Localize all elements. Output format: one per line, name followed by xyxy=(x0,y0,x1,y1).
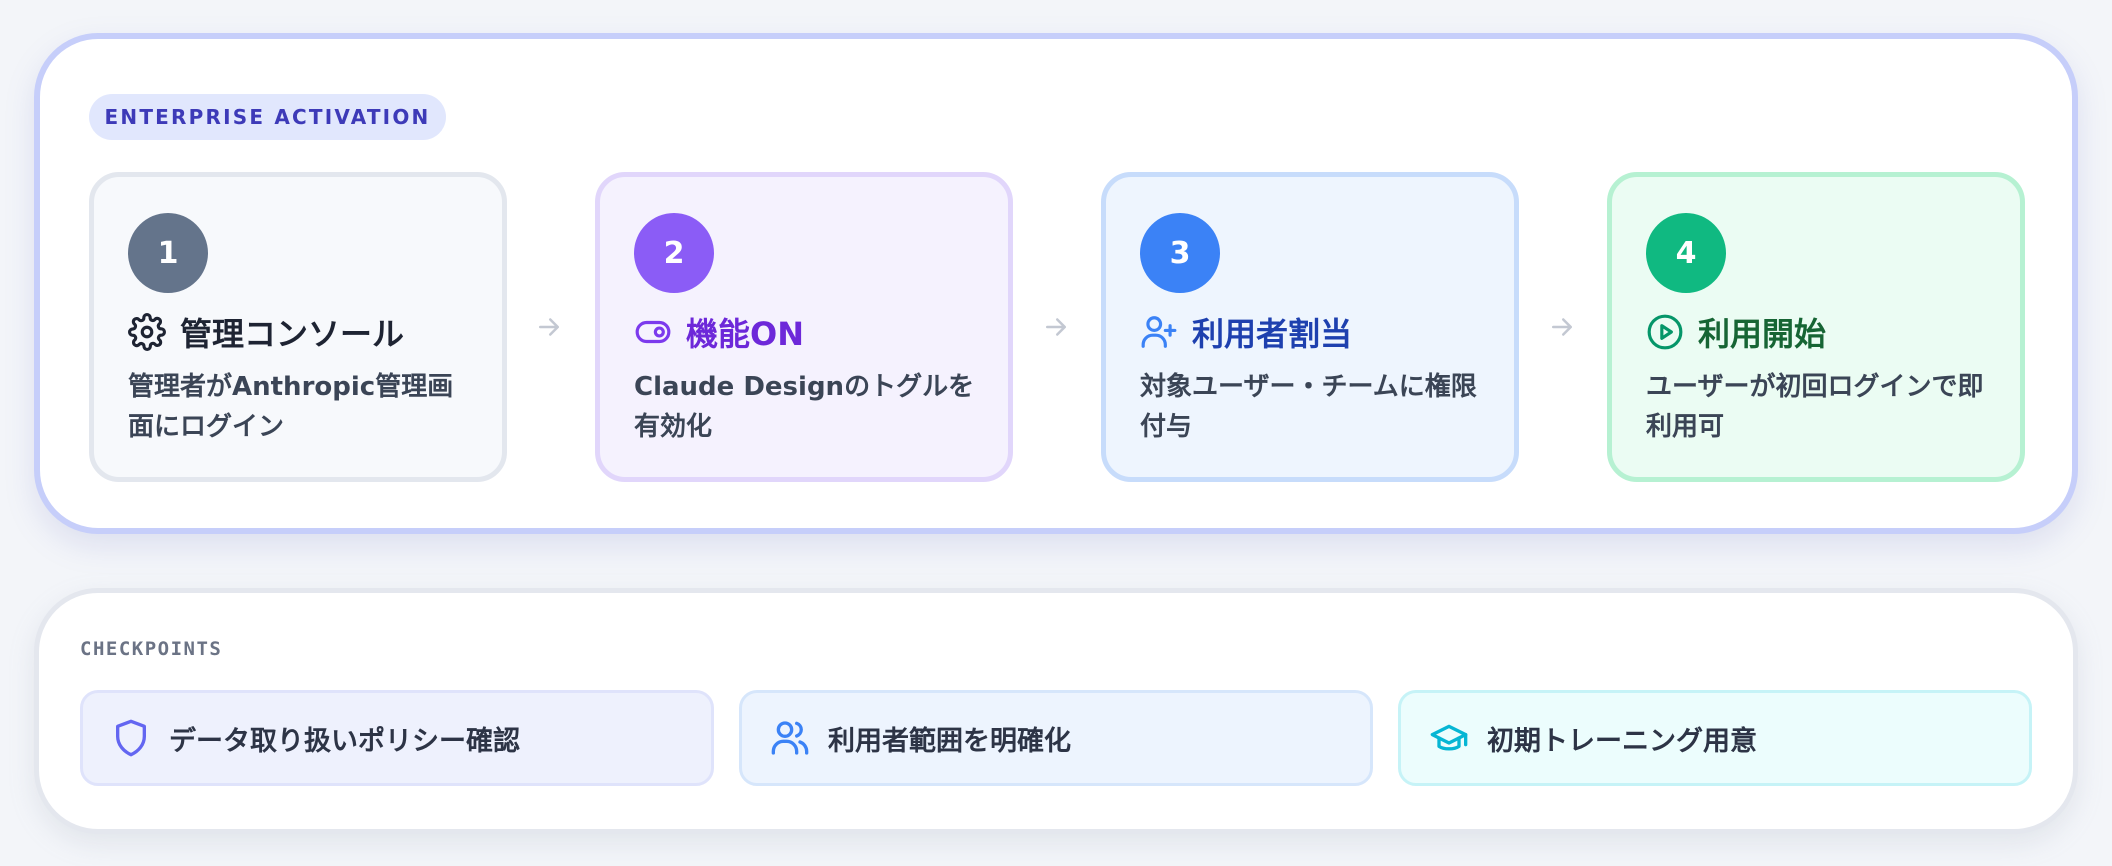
play-circle-icon xyxy=(1646,313,1684,351)
checkpoint-data-policy: データ取り扱いポリシー確認 xyxy=(80,690,714,786)
toggle-icon xyxy=(634,313,672,351)
step-number: 1 xyxy=(128,213,208,293)
checkpoint-text: 利用者範囲を明確化 xyxy=(828,725,1071,757)
arrow-right-icon xyxy=(1545,310,1579,344)
step-card-start-using: 4 利用開始 ユーザーが初回ログインで即利用可 xyxy=(1607,172,2025,482)
step-description: 対象ユーザー・チームに権限付与 xyxy=(1140,372,1477,442)
step-description: ユーザーが初回ログインで即利用可 xyxy=(1646,372,1984,442)
checkpoint-text: データ取り扱いポリシー確認 xyxy=(169,725,520,757)
gear-icon xyxy=(128,313,166,351)
step-title: 管理コンソール xyxy=(180,315,405,353)
checkpoints-label: CHECKPOINTS xyxy=(80,638,223,660)
activation-badge: ENTERPRISE ACTIVATION xyxy=(89,94,446,140)
step-title: 利用開始 xyxy=(1698,315,1827,353)
step-number: 3 xyxy=(1140,213,1220,293)
step-description: 管理者がAnthropic管理画面にログイン xyxy=(128,372,454,442)
checkpoint-text: 初期トレーニング用意 xyxy=(1487,725,1757,757)
checkpoint-user-scope: 利用者範囲を明確化 xyxy=(739,690,1373,786)
user-plus-icon xyxy=(1140,313,1178,351)
arrow-right-icon xyxy=(532,310,566,344)
graduation-cap-icon xyxy=(1429,718,1469,758)
arrow-right-icon xyxy=(1039,310,1073,344)
step-description: Claude Designのトグルを有効化 xyxy=(634,372,975,442)
checkpoint-training: 初期トレーニング用意 xyxy=(1398,690,2032,786)
users-icon xyxy=(770,718,810,758)
step-number: 2 xyxy=(634,213,714,293)
step-card-user-assignment: 3 利用者割当 対象ユーザー・チームに権限付与 xyxy=(1101,172,1519,482)
step-title: 機能ON xyxy=(686,315,804,353)
step-title: 利用者割当 xyxy=(1192,315,1353,353)
step-card-feature-on: 2 機能ON Claude Designのトグルを有効化 xyxy=(595,172,1013,482)
shield-icon xyxy=(111,718,151,758)
step-card-admin-console: 1 管理コンソール 管理者がAnthropic管理画面にログイン xyxy=(89,172,507,482)
step-number: 4 xyxy=(1646,213,1726,293)
